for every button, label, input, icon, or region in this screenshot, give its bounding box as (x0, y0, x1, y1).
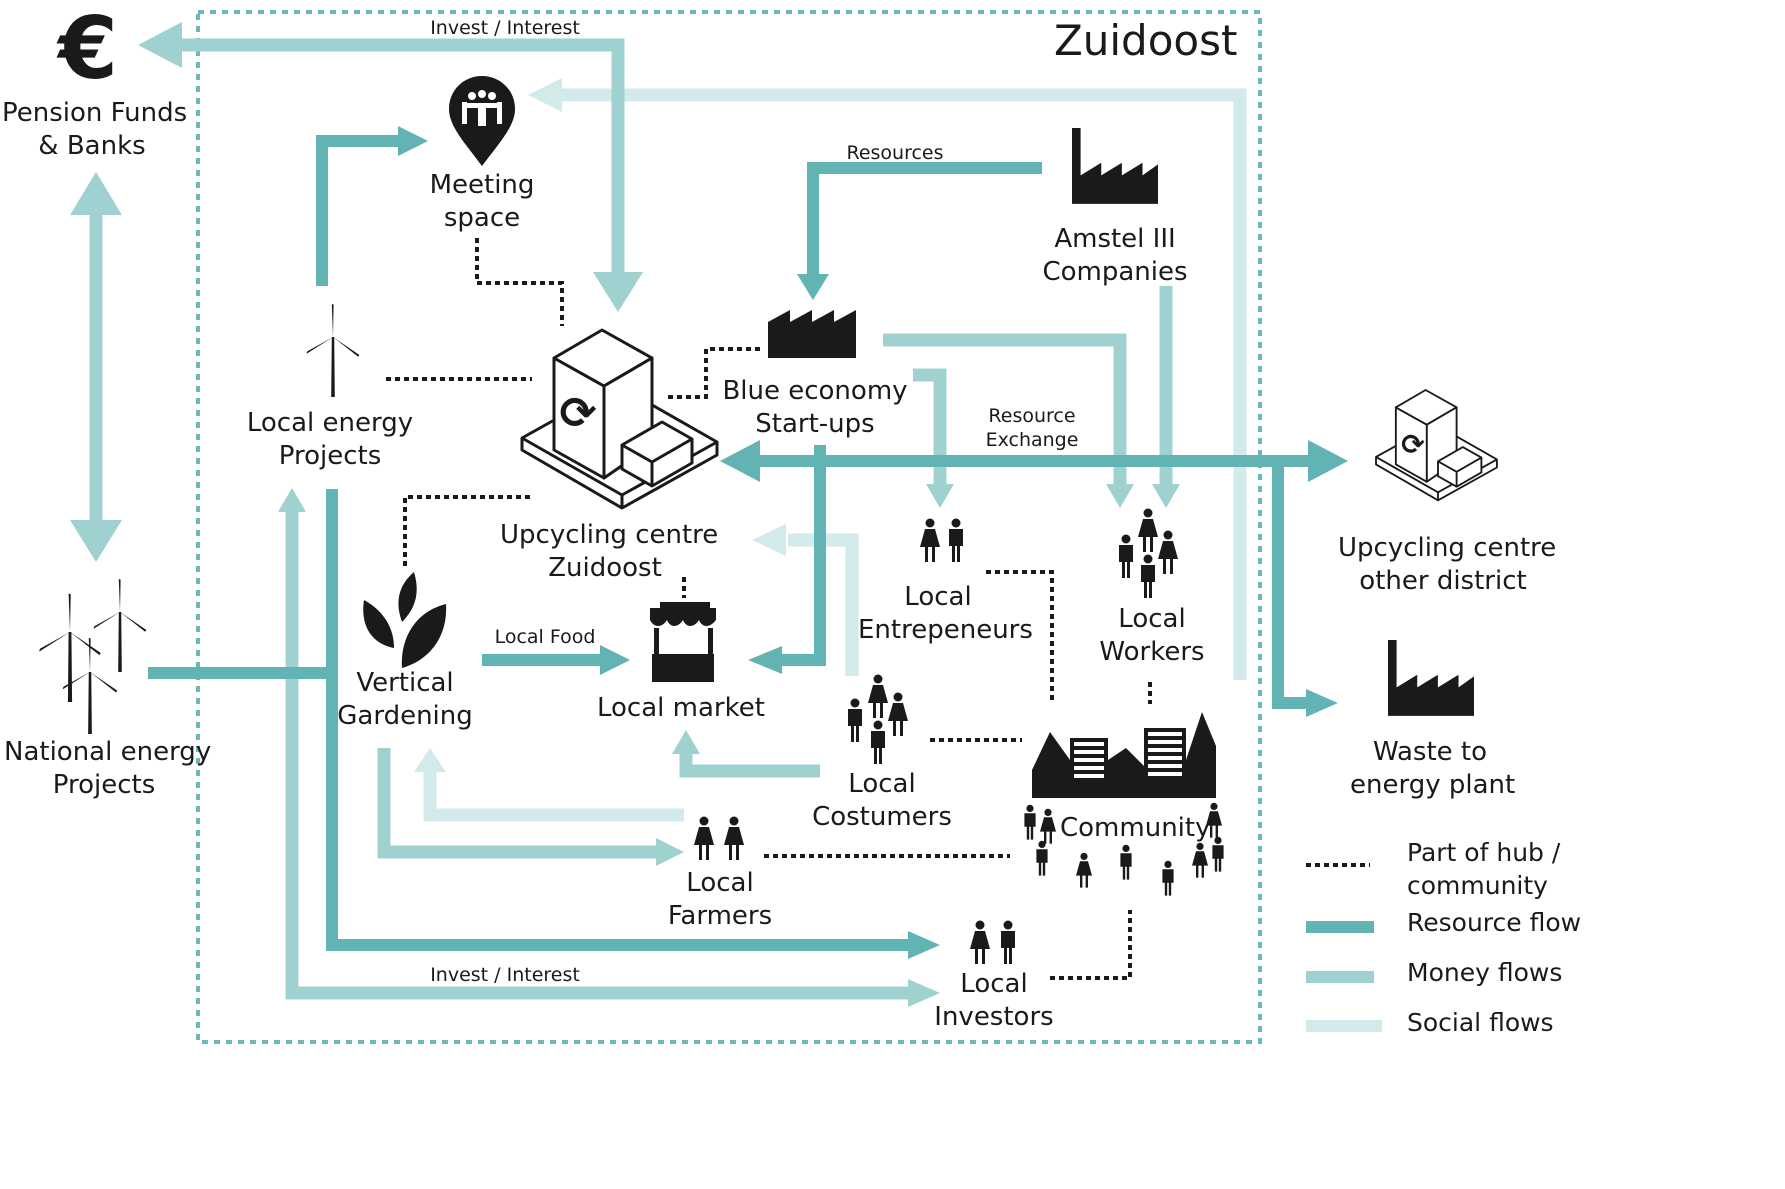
arrowhead (908, 931, 940, 959)
arrowhead (414, 748, 446, 772)
arrowhead (1306, 689, 1338, 717)
arrowhead (656, 838, 684, 866)
arrowhead (926, 484, 954, 508)
arrowhead (672, 730, 700, 754)
leaves-icon (363, 572, 447, 668)
flow-label-invest-bottom: Invest / Interest (430, 964, 580, 986)
arrowhead (138, 22, 182, 68)
arrowhead (748, 646, 782, 674)
social-flows (423, 88, 1247, 822)
legend-label-money: Money flows (1407, 958, 1563, 987)
euro-icon: € (56, 0, 118, 99)
arrowhead (70, 172, 122, 215)
arrowhead (908, 979, 940, 1007)
arrowhead (70, 520, 122, 562)
flow-label-invest-top: Invest / Interest (430, 17, 580, 39)
arrowhead (600, 645, 630, 675)
arrowhead (1106, 484, 1134, 508)
legend-label-social: Social flows (1407, 1008, 1554, 1037)
flow-label-local-food: Local Food (494, 626, 596, 648)
local-market-label: Local market (597, 693, 765, 723)
market-stall-icon (650, 602, 716, 682)
arrowhead (797, 274, 829, 300)
community-label: Community (1060, 813, 1211, 843)
arrowhead (278, 488, 306, 512)
arrowhead (720, 440, 760, 482)
meeting-pin-icon (449, 76, 515, 166)
legend-swatches (1306, 863, 1382, 1032)
pension-funds-label: Pension Funds& Banks (2, 98, 188, 161)
arrowhead (528, 78, 562, 112)
legend-label-hub: Part of hub /community (1407, 838, 1561, 900)
svg-text:⟳: ⟳ (1401, 428, 1425, 461)
zuidoost-boundary (196, 10, 1262, 1044)
arrowhead (1308, 440, 1348, 482)
factory-icon (768, 128, 1474, 716)
region-title: Zuidoost (1054, 16, 1238, 65)
arrowhead (593, 272, 643, 312)
svg-text:⟳: ⟳ (560, 388, 597, 439)
arrowhead (1152, 484, 1180, 508)
hub-links (386, 238, 1152, 980)
upcycling-centre-icon: ⟳ ⟳ (520, 328, 1498, 510)
flow-label-resources: Resources (846, 142, 944, 164)
arrowhead (398, 126, 428, 156)
arrowhead (752, 524, 786, 556)
legend-label-resource: Resource flow (1407, 908, 1582, 937)
community-buildings-icon (1032, 712, 1216, 798)
resource-flows (148, 135, 1310, 951)
